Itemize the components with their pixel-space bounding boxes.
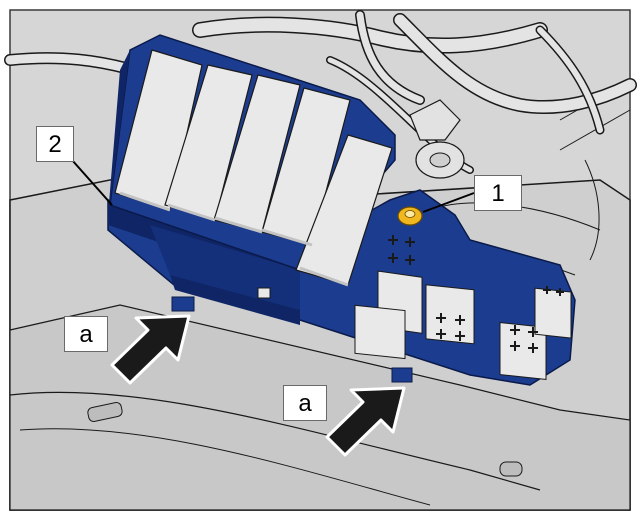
callout-1: 1: [474, 175, 522, 211]
mounting-arrow-icon: [325, 386, 406, 457]
fixing-nut-icon: [397, 206, 423, 226]
fuse-socket-group: [354, 270, 572, 380]
mounting-lug: [391, 367, 413, 383]
callout-a-left: a: [64, 316, 108, 352]
relay-row: [114, 49, 393, 287]
mounting-arrow-icon: [110, 314, 191, 385]
connector-plug: [409, 99, 465, 179]
leader-line-1: [422, 192, 475, 213]
callout-a-right: a: [283, 385, 327, 421]
mounting-lug: [171, 296, 195, 312]
callout-2: 2: [36, 126, 74, 162]
fuse-terminal-marks: [388, 235, 564, 353]
fuse-box: [107, 34, 576, 386]
leader-line-2: [71, 159, 113, 206]
wiring-harness: [4, 10, 637, 174]
